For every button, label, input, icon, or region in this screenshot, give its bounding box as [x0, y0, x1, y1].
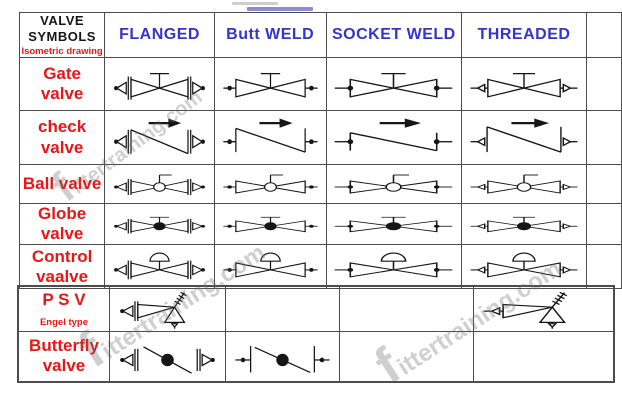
butterfly-valve-butt-symbol	[227, 335, 339, 378]
corner-title-line: SYMBOLS	[28, 28, 96, 44]
control-valve-butt-symbol	[215, 249, 325, 285]
symbol-cell-check-flanged	[104, 110, 215, 165]
butterfly-valve-flanged-symbol	[111, 335, 225, 378]
table-edge-sliver	[585, 57, 622, 111]
gate-valve-socket-symbol	[327, 62, 461, 107]
symbol-cell-check-threaded	[461, 110, 587, 165]
symbol-cell-gate-threaded	[461, 57, 587, 111]
tiny-top-text-artifact	[232, 2, 278, 5]
table-edge-sliver	[585, 244, 622, 290]
column-header-butt: Butt WELD	[213, 12, 327, 58]
row-label-gate-valve: Gate valve	[18, 57, 106, 111]
row-label-ball-valve: Ball valve	[18, 164, 106, 204]
check-valve-butt-symbol	[215, 115, 325, 161]
ball-valve-socket-symbol	[327, 169, 461, 200]
row-sublabel: Engel type	[39, 316, 89, 328]
row-label-line: Globe	[38, 204, 87, 223]
row-label-line: valve	[40, 137, 84, 157]
row-label-line: check	[37, 117, 87, 137]
table-row: P S V Engel type	[17, 285, 615, 332]
ball-valve-flanged-symbol	[106, 169, 214, 200]
check-valve-socket-symbol	[327, 115, 461, 161]
table-edge-sliver	[585, 164, 622, 204]
globe-valve-socket-symbol	[327, 210, 461, 238]
symbol-cell-check-socket	[325, 110, 463, 165]
gate-valve-threaded-symbol	[463, 62, 586, 107]
empty-cell	[473, 330, 615, 383]
control-valve-threaded-symbol	[463, 249, 586, 285]
symbol-cell-globe-socket	[325, 202, 463, 246]
symbol-cell-gate-flanged	[104, 57, 215, 111]
symbol-cell-ball-flanged	[104, 164, 215, 204]
row-label-line: Ball valve	[22, 173, 102, 193]
ball-valve-threaded-symbol	[463, 169, 586, 200]
symbol-cell-globe-flanged	[104, 202, 215, 246]
row-label-line: P S V	[42, 289, 86, 309]
symbol-cell-control-butt	[213, 244, 327, 290]
corner-subtitle: Isometric drawing	[21, 45, 103, 57]
row-label-line: Gate valve	[40, 63, 84, 103]
column-header-socket: SOCKET WELD	[325, 12, 463, 58]
symbol-cell-psv-threaded	[473, 285, 615, 332]
symbol-cell-ball-butt	[213, 164, 327, 204]
psv-valve-threaded-symbol	[474, 288, 613, 329]
check-valve-flanged-symbol	[106, 115, 214, 161]
row-label-line: valve	[42, 356, 86, 376]
globe-valve-butt-symbol	[215, 210, 325, 238]
globe-valve-flanged-symbol	[106, 210, 214, 238]
table-row: Gate valve	[18, 57, 622, 111]
table-edge-sliver	[585, 110, 622, 165]
psv-valve-flanged-symbol	[111, 288, 225, 329]
table-edge-sliver	[585, 12, 622, 58]
symbol-cell-control-threaded	[461, 244, 587, 290]
empty-cell	[339, 285, 474, 332]
globe-valve-threaded-symbol	[463, 210, 586, 238]
row-label-line: Butterfly	[29, 336, 99, 356]
ball-valve-butt-symbol	[215, 169, 325, 200]
symbol-cell-control-socket	[325, 244, 463, 290]
symbol-cell-ball-threaded	[461, 164, 587, 204]
corner-title-line: VALVE	[40, 13, 85, 29]
symbol-cell-check-butt	[213, 110, 327, 165]
column-header-flanged: FLANGED	[104, 12, 215, 58]
row-label-line: valve	[40, 224, 84, 244]
control-valve-socket-symbol	[327, 249, 461, 285]
symbol-cell-gate-butt	[213, 57, 327, 111]
symbol-cell-control-flanged	[104, 244, 215, 290]
symbol-cell-globe-butt	[213, 202, 327, 246]
row-label-line: vaalve	[36, 266, 89, 286]
symbol-cell-butterfly-butt	[225, 330, 340, 383]
check-valve-threaded-symbol	[463, 115, 586, 161]
table-row: Ball valve	[18, 164, 622, 204]
column-header-threaded: THREADED	[461, 12, 587, 58]
symbol-cell-gate-socket	[325, 57, 463, 111]
symbol-cell-globe-threaded	[461, 202, 587, 246]
empty-cell	[225, 285, 340, 332]
symbol-cell-psv-flanged	[109, 285, 226, 332]
symbol-cell-butterfly-flanged	[109, 330, 226, 383]
table-edge-sliver	[585, 202, 622, 246]
tiny-top-link-artifact	[247, 7, 313, 11]
gate-valve-flanged-symbol	[106, 62, 214, 107]
row-label-p-s-v: P S V Engel type	[17, 285, 110, 332]
gate-valve-butt-symbol	[215, 62, 325, 107]
empty-cell	[339, 330, 474, 383]
symbol-cell-ball-socket	[325, 164, 463, 204]
control-valve-flanged-symbol	[106, 249, 214, 285]
row-label-line: Control	[31, 246, 93, 266]
